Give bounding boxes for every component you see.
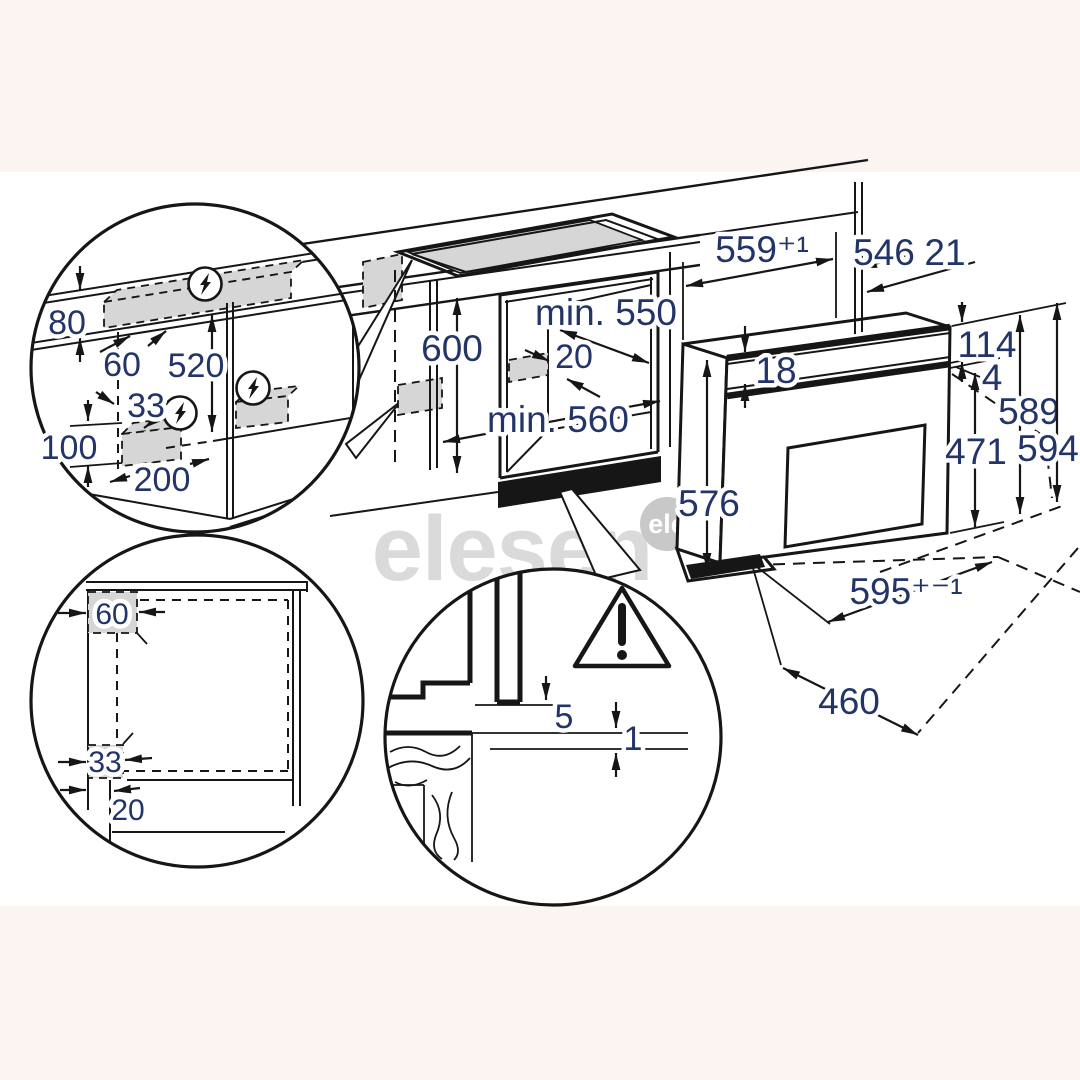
dim-side-20: 20 [111,794,144,827]
dim-elec-80: 80 [48,304,86,342]
electrical-detail-labels: 80 60 520 33 100 200 [36,300,229,504]
top-margin [0,0,1080,172]
hob-cutout-inner [411,218,664,274]
oven-door-window [783,423,927,549]
oven-foot-trim [686,554,765,579]
dim-line-559 [685,257,834,288]
dim-arrow-21 [866,260,976,294]
callout-wedge-bottom [344,401,401,460]
dim-niche-width: min. 560 [487,399,629,440]
offset-33-zone [87,744,124,779]
dim-depth-460: 460 [818,681,880,722]
side-detail-content [58,581,308,848]
electrical-connection-icon-2 [162,395,198,431]
callout-wedge-gap [558,487,642,582]
electrical-zone-box [397,376,443,417]
dim-door-471: 471 [945,431,1007,472]
gap-detail-labels: 5 1 [550,694,647,763]
cabinet-scene: 600 min. 550 20 min. 560 [39,158,869,582]
bottom-margin [0,906,1080,1080]
hob-cutout-shaded-zone [404,219,646,274]
plinth [498,456,661,508]
dim-arrow-20a [524,349,550,362]
dim-arrow-546 [859,252,913,270]
electrical-zone2-front [121,425,182,468]
dim-elec-60: 60 [103,346,141,384]
dim-side-33: 33 [88,746,121,779]
dim-elec-200: 200 [134,461,191,499]
dim-gap-5: 5 [555,698,574,736]
dim-niche-width-559: 559⁺¹ [715,229,809,270]
oven-left-edge [675,343,685,550]
dim-arrow-20b [566,378,601,398]
oven-isometric: 559⁺¹ 546 21 18 114 4 589 594 471 576 [674,182,1080,736]
dim-niche-depth: min. 550 [535,292,677,333]
warning-icon [572,585,672,669]
dim-line-595 [827,560,993,624]
electrical-connection-icon-1 [187,266,223,302]
dim-gap-1: 1 [624,720,643,758]
dim-panel-114: 114 [958,324,1017,365]
dim-front-595: 595⁺⁻¹ [849,571,962,612]
oven-top-front-edge [726,323,951,362]
niche-projection-dashed [752,373,1080,734]
control-panel-edge [726,360,951,400]
dim-cabinet-height: 600 [421,328,483,369]
dim-body-576: 576 [678,483,740,524]
dim-side-60: 60 [95,598,128,631]
offset-60-zone [87,591,138,634]
dim-line-min560 [442,399,661,444]
dim-flange-21: 21 [924,232,965,273]
oven-left-face [675,341,729,566]
dim-line-460 [782,667,919,736]
dim-oven-width-546: 546 [853,232,915,273]
dim-elec-520: 520 [168,347,225,385]
hob-zone-front-face [362,252,403,310]
dim-elec-100: 100 [41,429,98,467]
side-detail-labels: 60 33 20 [84,594,149,832]
floor-line [329,491,499,517]
dim-line-min550 [559,328,650,365]
electrical-connection-icon-3 [235,370,271,406]
worktop-edge-extension [699,211,859,236]
detail-circle-gap [383,567,723,907]
dim-height-589: 589 [998,391,1060,432]
hob-cutout-outer [392,212,680,278]
dim-rear-gap: 20 [555,338,593,376]
dim-elec-33: 33 [127,387,165,425]
detail-circle-side [29,533,365,869]
dim-top-gap-18: 18 [755,350,796,391]
gap-detail-content [385,569,688,862]
dim-gap-4: 4 [982,357,1003,398]
dim-height-594: 594 [1017,428,1079,469]
